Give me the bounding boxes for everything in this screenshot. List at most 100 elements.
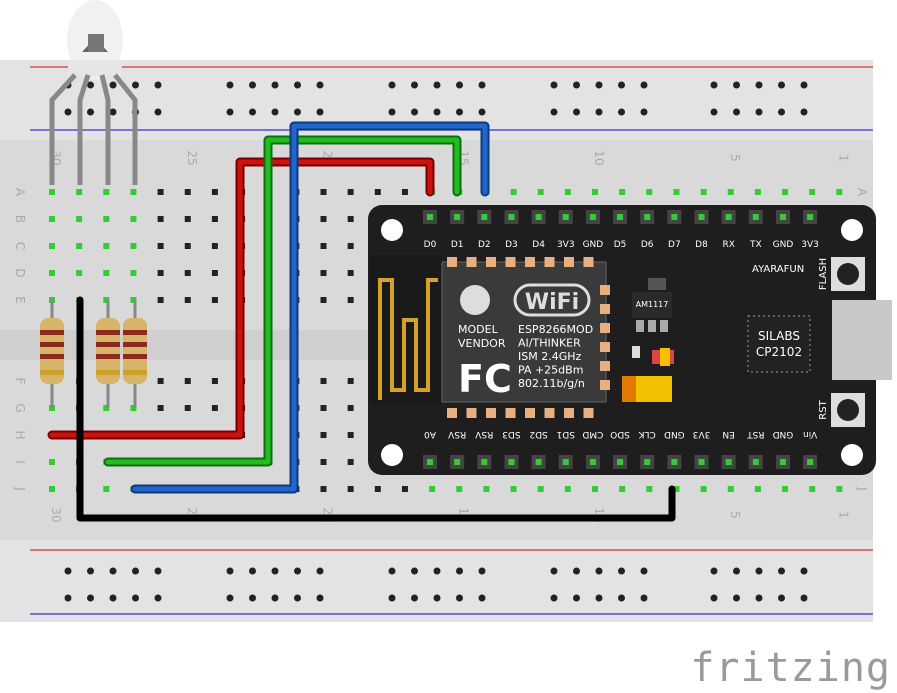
- module-spec: AI/THINKER: [518, 337, 581, 350]
- breadboard-hole: [673, 189, 680, 195]
- breadboard-hole: [836, 486, 843, 492]
- rail-hole: [316, 108, 324, 116]
- bottom-power-rail: [0, 540, 873, 622]
- breadboard-hole: [754, 189, 761, 195]
- rail-hole: [800, 108, 808, 116]
- breadboard-hole: [347, 432, 354, 438]
- rail-hole: [388, 567, 396, 575]
- bottom-pin-label: 3V3: [693, 429, 711, 439]
- breadboard-hole: [782, 486, 789, 492]
- breadboard-hole: [347, 216, 354, 222]
- breadboard-hole: [157, 405, 164, 411]
- row-letter: A: [855, 188, 869, 197]
- rail-hole: [800, 81, 808, 89]
- rail-hole: [64, 567, 72, 575]
- rail-hole: [640, 567, 648, 575]
- rail-hole: [778, 81, 785, 89]
- top-pin-label: D3: [505, 240, 518, 250]
- breadboard-hole: [782, 189, 789, 195]
- breadboard-hole: [211, 189, 218, 195]
- rail-hole: [154, 108, 162, 116]
- rail-hole: [294, 81, 301, 89]
- rail-hole: [478, 594, 486, 602]
- breadboard-hole: [754, 486, 761, 492]
- rail-hole: [411, 594, 418, 602]
- breadboard-hole: [103, 297, 110, 303]
- breadboard-hole: [510, 189, 517, 195]
- bottom-pin-label: GND: [773, 429, 794, 439]
- breadboard-hole: [211, 405, 218, 411]
- rail-hole: [433, 594, 441, 602]
- row-letter: H: [13, 430, 27, 439]
- breadboard-hole: [809, 486, 816, 492]
- breadboard-hole: [347, 405, 354, 411]
- rail-hole: [249, 81, 256, 89]
- breadboard-hole: [320, 270, 327, 276]
- rail-hole: [755, 81, 763, 89]
- breadboard-hole: [103, 216, 110, 222]
- row-letter: F: [13, 378, 27, 385]
- breadboard-hole: [184, 270, 191, 276]
- breadboard-hole: [401, 486, 408, 492]
- rail-hole: [778, 567, 785, 575]
- breadboard-hole: [49, 459, 55, 465]
- column-number: 5: [728, 154, 742, 162]
- rail-hole: [316, 567, 324, 575]
- breadboard-hole: [836, 189, 843, 195]
- column-number: 5: [728, 511, 742, 519]
- bottom-pin-label: RST: [747, 429, 765, 439]
- rail-hole: [271, 81, 279, 89]
- breadboard-hole: [184, 243, 191, 249]
- module-label: VENDOR: [458, 337, 506, 350]
- column-number: 30: [49, 507, 63, 522]
- rail-hole: [550, 594, 558, 602]
- breadboard-hole: [211, 297, 218, 303]
- top-pin-label: D2: [478, 240, 491, 250]
- rail-hole: [294, 594, 301, 602]
- breadboard-hole: [619, 189, 626, 195]
- rail-hole: [456, 567, 463, 575]
- breadboard-hole: [347, 486, 354, 492]
- rail-hole: [316, 594, 324, 602]
- rail-hole: [755, 567, 763, 575]
- breadboard-hole: [320, 189, 327, 195]
- rail-hole: [640, 594, 648, 602]
- rail-hole: [755, 108, 763, 116]
- rail-hole: [411, 567, 418, 575]
- rail-hole: [249, 567, 256, 575]
- breadboard-hole: [130, 405, 137, 411]
- rail-hole: [573, 81, 580, 89]
- module-spec: ISM 2.4GHz: [518, 350, 582, 363]
- breadboard-hole: [76, 189, 83, 195]
- rail-hole: [550, 81, 558, 89]
- bottom-pin-label: A0: [424, 429, 436, 439]
- breadboard-hole: [320, 405, 327, 411]
- column-number: 1: [836, 511, 850, 519]
- rail-hole: [226, 81, 234, 89]
- module-label: MODEL: [458, 323, 499, 336]
- usb-chip-label: SILABS: [758, 329, 800, 343]
- top-pin-label: D7: [668, 240, 681, 250]
- breadboard-hole: [157, 270, 164, 276]
- rail-hole: [64, 594, 72, 602]
- breadboard-hole: [157, 216, 164, 222]
- bottom-pin-label: CMD: [582, 429, 603, 439]
- breadboard-hole: [184, 297, 191, 303]
- rail-hole: [456, 594, 463, 602]
- bottom-pin-label: Vin: [803, 429, 817, 439]
- rail-hole: [87, 594, 94, 602]
- row-letter: D: [13, 268, 27, 277]
- top-pin-label: 3V3: [557, 240, 575, 250]
- rail-hole: [154, 567, 162, 575]
- breadboard-hole: [347, 270, 354, 276]
- bottom-pin-label: RSV: [474, 429, 493, 439]
- breadboard-hole: [510, 486, 517, 492]
- rail-hole: [778, 108, 785, 116]
- column-number: 10: [592, 150, 606, 165]
- rail-hole: [755, 594, 763, 602]
- rail-hole: [294, 108, 301, 116]
- rail-hole: [411, 81, 418, 89]
- breadboard-hole: [347, 459, 354, 465]
- top-pin-label: RX: [722, 240, 734, 250]
- rail-hole: [433, 108, 441, 116]
